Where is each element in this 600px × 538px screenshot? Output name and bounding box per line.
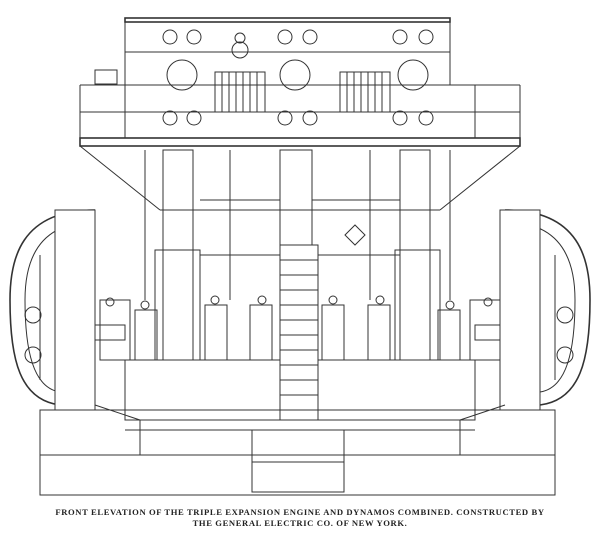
upper-platform (79, 84, 521, 211)
engine-elevation-drawing (9, 17, 591, 496)
left-dynamo-housing (9, 209, 141, 455)
figure-caption-line-2: THE GENERAL ELECTRIC CO. OF NEW YORK. (192, 518, 408, 528)
valve-gear-frame (94, 17, 451, 126)
cylinder-columns (144, 149, 451, 361)
dynamo-blocks (99, 295, 501, 361)
figure-caption-line-1: FRONT ELEVATION OF THE TRIPLE EXPANSION … (55, 507, 545, 517)
right-dynamo-housing (459, 209, 591, 455)
ladder (279, 244, 319, 421)
